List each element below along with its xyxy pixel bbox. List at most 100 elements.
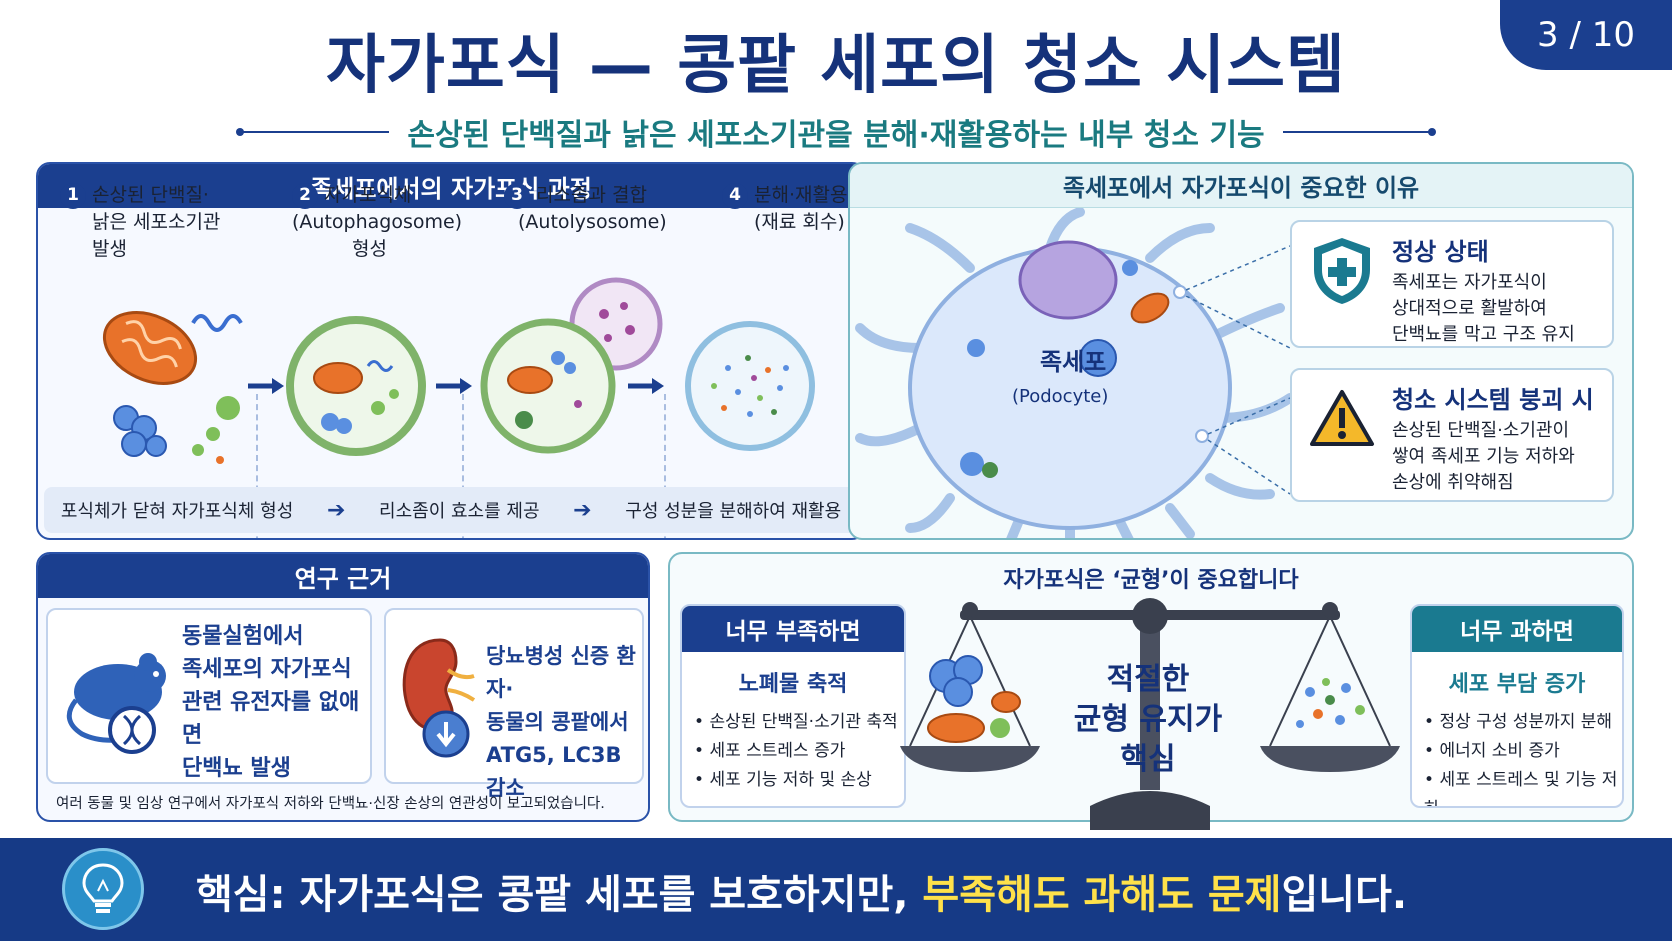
evidence-kidney-line-3: ATG5, LC3B 감소 bbox=[486, 743, 622, 800]
evidence-kidney-text: 당뇨병성 신증 환자· 동물의 콩팥에서 ATG5, LC3B 감소 bbox=[486, 640, 642, 805]
flow-step-2: 리소좀이 효소를 제공 bbox=[379, 501, 540, 522]
step-1-line-1: 손상된 단백질· bbox=[92, 184, 209, 206]
normal-state-text: 족세포는 자가포식이 상대적으로 활발하여 단백뇨를 막고 구조 유지 bbox=[1392, 270, 1575, 348]
footer-suffix: 입니다. bbox=[1281, 872, 1408, 918]
excess-header: 너무 과하면 bbox=[1412, 606, 1622, 652]
step-3-label: 3 리소좀과 결합 (Autolysosome) bbox=[504, 182, 667, 236]
subtitle: 손상된 단백질과 낡은 세포소기관을 분해·재활용하는 내부 청소 기능 bbox=[235, 110, 1437, 154]
evidence-animal-text: 동물실험에서 족세포의 자가포식 관련 유전자를 없애면 단백뇨 발생 bbox=[182, 620, 370, 785]
callout-dot-icon bbox=[1173, 285, 1187, 299]
normal-state-title: 정상 상태 bbox=[1392, 238, 1489, 266]
excess-list: 정상 구성 성분까지 분해 에너지 소비 증가 세포 스트레스 및 기능 저하 bbox=[1412, 708, 1622, 806]
step-3-line-2: (Autolysosome) bbox=[518, 211, 667, 233]
kidney-icon bbox=[402, 638, 476, 758]
step-2-number: 2 bbox=[292, 182, 318, 209]
step-3: 3 리소좀과 결합 (Autolysosome) bbox=[468, 164, 668, 538]
debris-dot-icon bbox=[206, 427, 220, 441]
step-3-line-1: 리소좀과 결합 bbox=[536, 184, 647, 206]
balance-center-line-2: 균형 유지가 bbox=[1073, 702, 1223, 737]
evidence-card-kidney: 당뇨병성 신증 환자· 동물의 콩팥에서 ATG5, LC3B 감소 bbox=[384, 608, 644, 800]
balance-center-line-3: 핵심 bbox=[1120, 742, 1176, 777]
lightbulb-glyph bbox=[82, 863, 124, 913]
normal-line-2: 상대적으로 활발하여 bbox=[1392, 298, 1547, 319]
balance-center-text: 적절한 균형 유지가 핵심 bbox=[1058, 660, 1238, 780]
podocyte-illustration: 족세포 (Podocyte) bbox=[855, 208, 1295, 538]
step-2-line-3: 형성 bbox=[352, 238, 387, 260]
warning-icon bbox=[1310, 390, 1374, 446]
balance-scale-icon bbox=[900, 598, 1400, 830]
lack-box: 너무 부족하면 노폐물 축적 손상된 단백질·소기관 축적 세포 스트레스 증가… bbox=[680, 604, 906, 808]
importance-panel: 족세포에서 자가포식이 중요한 이유 족세포 (Podocyte) bbox=[848, 162, 1634, 540]
step-1-number: 1 bbox=[60, 182, 86, 209]
mouse-icon bbox=[66, 653, 166, 754]
podocyte-icon bbox=[855, 208, 1295, 538]
debris-dot-icon bbox=[216, 396, 240, 420]
collapse-line-1: 손상된 단백질·소기관이 bbox=[1392, 420, 1570, 441]
flow-arrow-icon: ➔ bbox=[326, 497, 346, 523]
excess-item: 세포 스트레스 및 기능 저하 bbox=[1424, 766, 1622, 806]
normal-line-1: 족세포는 자가포식이 bbox=[1392, 272, 1547, 293]
excess-box: 너무 과하면 세포 부담 증가 정상 구성 성분까지 분해 에너지 소비 증가 … bbox=[1410, 604, 1624, 808]
evidence-panel: 연구 근거 동물실험에서 족세포의 자가포식 관련 유전자를 없애면 단백뇨 발… bbox=[36, 552, 650, 822]
debris-dot-icon bbox=[192, 444, 204, 456]
protein-cluster-icon bbox=[113, 405, 167, 457]
normal-state-card: 정상 상태 족세포는 자가포식이 상대적으로 활발하여 단백뇨를 막고 구조 유… bbox=[1290, 220, 1614, 348]
mitochondria-icon bbox=[102, 311, 198, 385]
lack-item: 세포 스트레스 증가 bbox=[694, 737, 904, 766]
footer-highlight: 부족해도 과해도 문제 bbox=[922, 872, 1282, 918]
lack-header: 너무 부족하면 bbox=[682, 606, 904, 652]
lack-item: 손상된 단백질·소기관 축적 bbox=[694, 708, 904, 737]
flow-step-3: 구성 성분을 분해하여 재활용 bbox=[625, 501, 842, 522]
debris-dot-icon bbox=[216, 456, 224, 464]
subtitle-line-right bbox=[1282, 128, 1437, 136]
step-2: 2 자가포식체 (Autophagosome) 형성 bbox=[256, 164, 468, 538]
flow-arrow-icon: ➔ bbox=[573, 497, 592, 523]
process-illustration bbox=[102, 277, 815, 464]
collapse-line-2: 쌓여 족세포 기능 저하와 bbox=[1392, 446, 1575, 467]
autolysosome-icon bbox=[480, 277, 663, 454]
step-1-line-3: 발생 bbox=[92, 238, 127, 260]
step-3-number: 3 bbox=[504, 182, 530, 209]
autophagosome-icon bbox=[286, 316, 426, 456]
footer-prefix: 핵심: 자가포식은 콩팥 세포를 보호하지만, bbox=[196, 872, 923, 918]
step-2-line-2: (Autophagosome) bbox=[292, 211, 463, 233]
collapse-line-3: 손상에 취약해짐 bbox=[1392, 472, 1514, 493]
arrow-head-icon bbox=[652, 378, 664, 394]
excess-item: 정상 구성 성분까지 분해 bbox=[1424, 708, 1622, 737]
evidence-animal-line-4: 단백뇨 발생 bbox=[182, 756, 291, 781]
evidence-animal-line-3: 관련 유전자를 없애면 bbox=[182, 690, 360, 748]
cell-label: 족세포 bbox=[1040, 348, 1106, 376]
lack-list: 손상된 단백질·소기관 축적 세포 스트레스 증가 세포 기능 저하 및 손상 bbox=[682, 708, 904, 795]
callout-lines bbox=[1185, 245, 1291, 495]
importance-heading: 족세포에서 자가포식이 중요한 이유 bbox=[850, 164, 1632, 208]
excess-item: 에너지 소비 증가 bbox=[1424, 737, 1622, 766]
page-title: 자가포식 — 콩팥 세포의 청소 시스템 bbox=[326, 29, 1346, 103]
evidence-animal-line-2: 족세포의 자가포식 bbox=[182, 657, 352, 682]
cell-sublabel: (Podocyte) bbox=[1012, 386, 1108, 407]
callout-dot-icon bbox=[1195, 429, 1209, 443]
evidence-note: 여러 동물 및 임상 연구에서 자가포식 저하와 단백뇨·신장 손상의 연관성이… bbox=[56, 796, 605, 812]
arrow-head-icon bbox=[460, 378, 472, 394]
shield-icon bbox=[1314, 238, 1370, 304]
step-4-line-2: (재료 회수) bbox=[754, 211, 845, 233]
protein-strand-icon bbox=[191, 314, 243, 332]
step-divider bbox=[664, 394, 666, 538]
collapse-state-card: 청소 시스템 붕괴 시 손상된 단백질·소기관이 쌓여 족세포 기능 저하와 손… bbox=[1290, 368, 1614, 502]
evidence-kidney-line-1: 당뇨병성 신증 환자· bbox=[486, 644, 636, 701]
normal-line-3: 단백뇨를 막고 구조 유지 bbox=[1392, 324, 1575, 345]
lack-title: 노폐물 축적 bbox=[738, 672, 848, 697]
step-4-number: 4 bbox=[722, 182, 748, 209]
subtitle-text: 손상된 단백질과 낡은 세포소기관을 분해·재활용하는 내부 청소 기능 bbox=[407, 118, 1265, 153]
step-2-line-1: 자가포식체 bbox=[324, 184, 412, 206]
subtitle-line-left bbox=[235, 128, 390, 136]
evidence-heading: 연구 근거 bbox=[38, 554, 648, 598]
balance-center-line-1: 적절한 bbox=[1106, 662, 1190, 697]
flow-step-1: 포식체가 닫혀 자가포식체 형성 bbox=[60, 501, 294, 522]
lack-item: 세포 기능 저하 및 손상 bbox=[694, 766, 904, 795]
collapse-state-text: 손상된 단백질·소기관이 쌓여 족세포 기능 저하와 손상에 취약해짐 bbox=[1392, 418, 1575, 496]
step-divider bbox=[462, 394, 464, 538]
